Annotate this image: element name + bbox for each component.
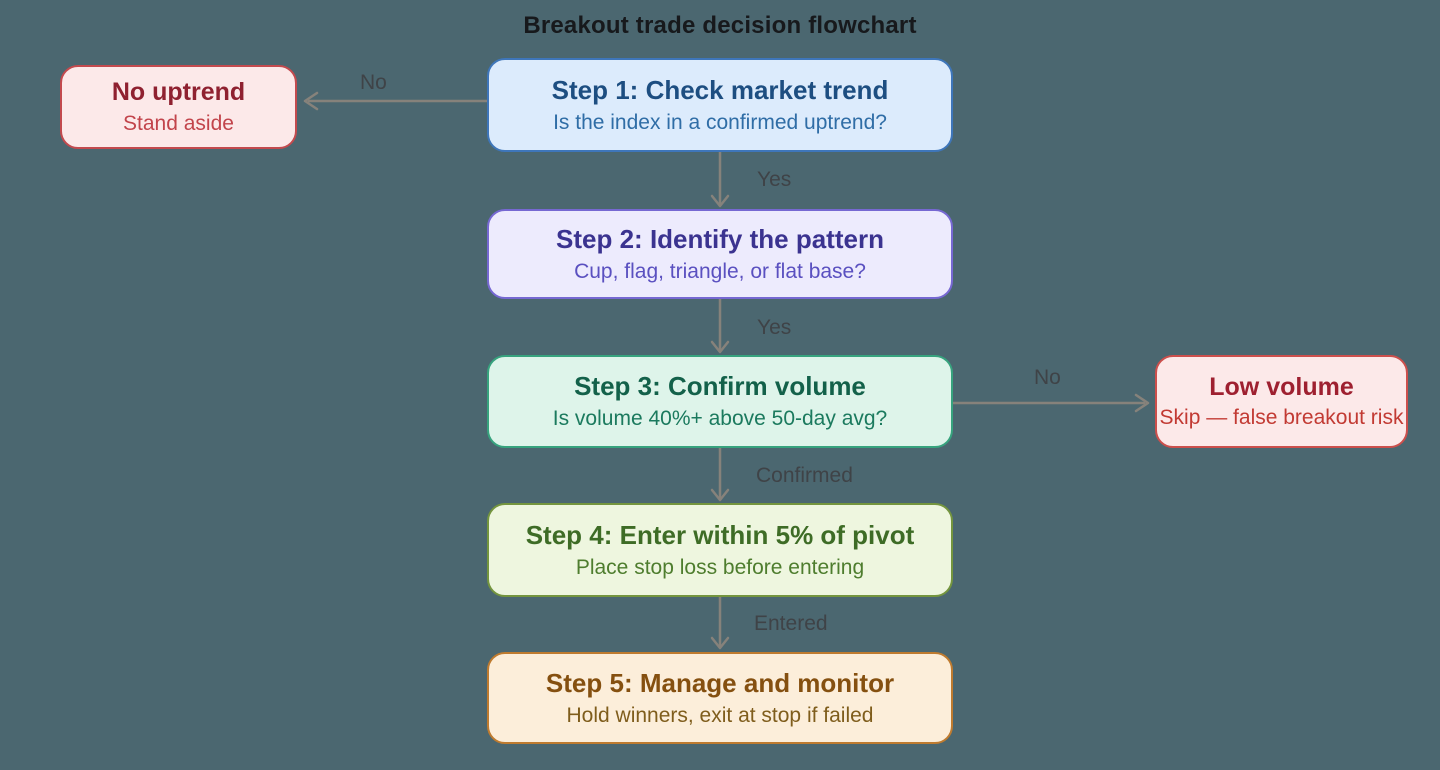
- node-step4-title: Step 4: Enter within 5% of pivot: [525, 519, 915, 550]
- edge-label-step3-no: No: [1034, 366, 1061, 389]
- node-step5-subtitle: Hold winners, exit at stop if failed: [566, 703, 874, 727]
- node-step2-subtitle: Cup, flag, triangle, or flat base?: [574, 259, 866, 283]
- arrowhead-right-icon: [1134, 393, 1150, 413]
- node-step2: Step 2: Identify the pattern Cup, flag, …: [487, 209, 953, 299]
- arrowhead-down-icon-3: [710, 488, 730, 502]
- node-step1-subtitle: Is the index in a confirmed uptrend?: [553, 110, 887, 134]
- node-step4-subtitle: Place stop loss before entering: [575, 555, 865, 579]
- edge-label-step1-yes: Yes: [757, 168, 792, 191]
- node-step3-title: Step 3: Confirm volume: [574, 371, 866, 402]
- node-step5: Step 5: Manage and monitor Hold winners,…: [487, 652, 953, 744]
- node-low-volume-subtitle: Skip — false breakout risk: [1159, 406, 1404, 430]
- arrowhead-down-icon-2: [710, 340, 730, 354]
- arrowhead-down-icon-1: [710, 194, 730, 208]
- edge-label-step3-confirmed: Confirmed: [756, 464, 853, 487]
- node-no-uptrend-title: No uptrend: [111, 78, 246, 107]
- edge-label-step2-yes: Yes: [757, 316, 792, 339]
- edge-label-step1-no: No: [360, 71, 387, 94]
- node-step5-title: Step 5: Manage and monitor: [545, 667, 895, 698]
- node-step3-subtitle: Is volume 40%+ above 50-day avg?: [552, 407, 888, 431]
- node-step4: Step 4: Enter within 5% of pivot Place s…: [487, 503, 953, 597]
- edge-label-step4-entered: Entered: [754, 612, 828, 635]
- node-step2-title: Step 2: Identify the pattern: [556, 223, 884, 254]
- node-step3: Step 3: Confirm volume Is volume 40%+ ab…: [487, 355, 953, 448]
- node-no-uptrend-subtitle: Stand aside: [123, 111, 234, 135]
- node-step1: Step 1: Check market trend Is the index …: [487, 58, 953, 152]
- node-no-uptrend: No uptrend Stand aside: [60, 65, 297, 149]
- node-low-volume-title: Low volume: [1209, 372, 1354, 401]
- chart-title: Breakout trade decision flowchart: [523, 12, 917, 39]
- node-step1-title: Step 1: Check market trend: [551, 74, 889, 105]
- node-low-volume: Low volume Skip — false breakout risk: [1155, 355, 1408, 448]
- arrow-strokes: [303, 91, 1150, 650]
- arrowhead-left-icon: [303, 91, 319, 111]
- arrowhead-down-icon-4: [710, 636, 730, 650]
